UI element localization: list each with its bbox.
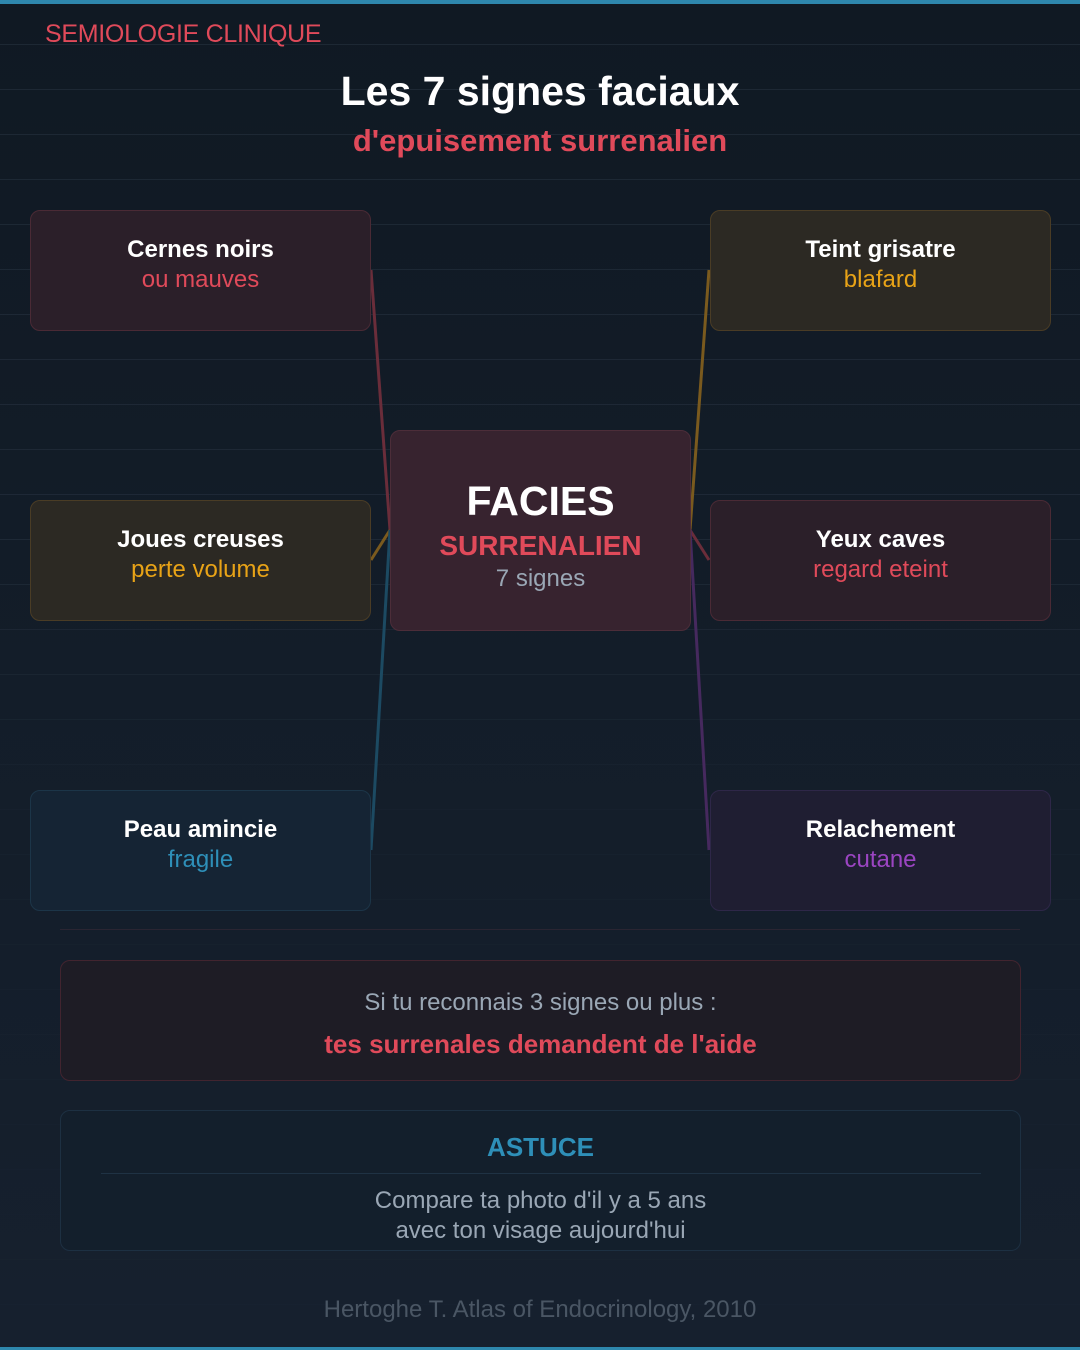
sign-node-teint: Teint grisatre blafard xyxy=(710,210,1051,331)
connector-middle-right xyxy=(688,529,711,561)
connector-bottom-right xyxy=(688,529,711,851)
section-kicker: SEMIOLOGIE CLINIQUE xyxy=(45,20,322,48)
bottom-accent-bar xyxy=(0,1347,1080,1350)
sign-name: Teint grisatre xyxy=(805,236,956,263)
center-count: 7 signes xyxy=(495,565,586,592)
center-subtitle: SURRENALIEN xyxy=(439,530,642,561)
sign-name: Peau amincie xyxy=(123,816,278,843)
sign-detail: perte volume xyxy=(131,556,270,583)
sign-name: Joues creuses xyxy=(117,526,284,553)
connector-top-right xyxy=(688,269,711,531)
tip-body: Compare ta photo d'il y a 5 ans avec ton… xyxy=(375,1186,706,1246)
center-node: FACIES SURRENALIEN 7 signes xyxy=(390,430,691,631)
top-accent-bar xyxy=(0,0,1080,4)
sign-name: Relachement xyxy=(805,816,956,843)
alert-message: tes surrenales demandent de l'aide xyxy=(324,1029,757,1059)
sign-detail: cutane xyxy=(844,846,917,873)
tip-box: ASTUCE Compare ta photo d'il y a 5 ans a… xyxy=(60,1110,1021,1251)
sign-detail: ou mauves xyxy=(141,266,260,293)
section-divider xyxy=(60,929,1020,930)
sign-node-yeux: Yeux caves regard eteint xyxy=(710,500,1051,621)
sign-detail: blafard xyxy=(843,266,918,293)
alert-condition: Si tu reconnais 3 signes ou plus : xyxy=(364,989,717,1016)
sign-name: Cernes noirs xyxy=(127,236,274,263)
center-title: FACIES xyxy=(466,478,615,524)
page-subtitle: d'epuisement surrenalien xyxy=(352,123,728,158)
tip-line-2: avec ton visage aujourd'hui xyxy=(395,1217,686,1244)
tip-line-1: Compare ta photo d'il y a 5 ans xyxy=(374,1187,707,1214)
alert-box: Si tu reconnais 3 signes ou plus : tes s… xyxy=(60,960,1021,1081)
connector-top-left xyxy=(369,269,392,531)
sign-node-cernes: Cernes noirs ou mauves xyxy=(30,210,371,331)
sign-detail: regard eteint xyxy=(813,556,948,583)
sign-node-joues: Joues creuses perte volume xyxy=(30,500,371,621)
sign-detail: fragile xyxy=(167,846,234,873)
page-title: Les 7 signes faciaux xyxy=(340,68,740,114)
tip-heading: ASTUCE xyxy=(487,1132,594,1162)
sign-node-relachement: Relachement cutane xyxy=(710,790,1051,911)
sign-name: Yeux caves xyxy=(815,526,946,553)
citation-footer: Hertoghe T. Atlas of Endocrinology, 2010 xyxy=(323,1296,757,1323)
connector-middle-left xyxy=(369,529,392,561)
connector-bottom-left xyxy=(369,529,392,851)
sign-node-peau: Peau amincie fragile xyxy=(30,790,371,911)
tip-rule xyxy=(100,1173,981,1174)
